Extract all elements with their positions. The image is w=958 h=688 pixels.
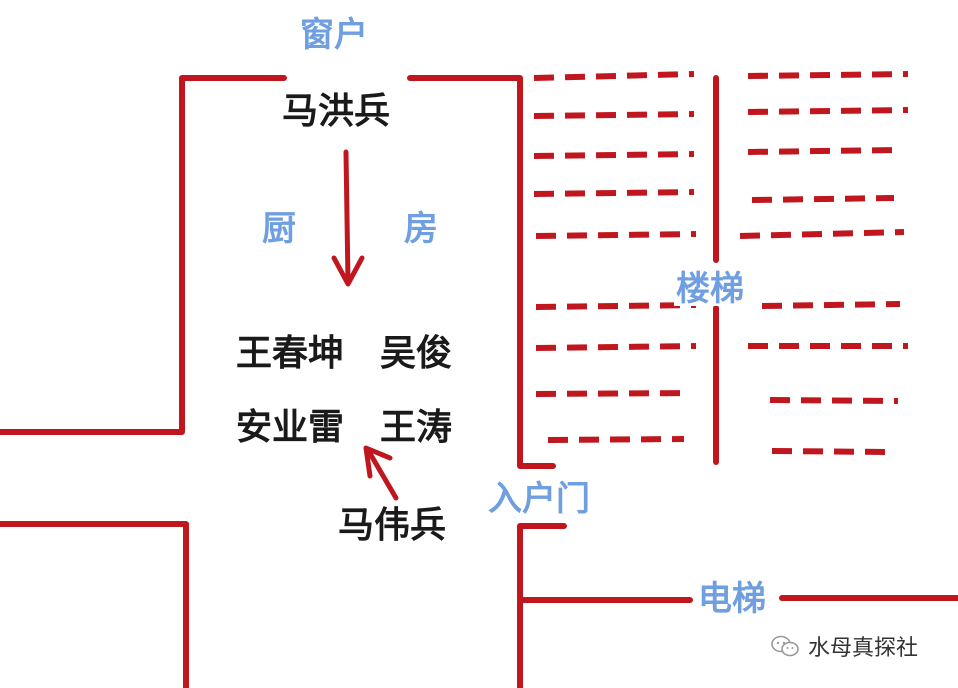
stair-step <box>535 231 697 239</box>
kitchen-label-right: 房 <box>404 209 438 249</box>
kitchen-label-left: 厨 <box>262 209 296 249</box>
person-row1-right: 吴俊 <box>380 333 453 374</box>
watermark-text: 水母真探社 <box>808 636 919 661</box>
stair-step <box>547 436 685 443</box>
kitchen-right-wall <box>407 75 556 469</box>
stair-step <box>535 302 697 310</box>
stair-step <box>761 301 901 309</box>
stair-step <box>739 229 905 239</box>
stair-step <box>747 107 909 115</box>
stair-step <box>747 71 909 79</box>
arrow-up-head <box>363 445 393 479</box>
person-row2-left: 安业雷 <box>236 407 345 448</box>
stair-step <box>533 71 695 81</box>
entrance-door-label: 入户门 <box>488 479 590 519</box>
lower-left-wall <box>0 521 189 688</box>
stair-step <box>769 397 899 404</box>
kitchen-left-wall <box>0 75 287 435</box>
arrow-down-head <box>331 255 365 287</box>
stair-step <box>533 189 695 197</box>
elevator-label: 电梯 <box>694 582 770 616</box>
stair-step <box>533 151 695 159</box>
stair-step <box>535 343 697 351</box>
stair-step <box>747 147 901 155</box>
stair-step <box>535 390 691 397</box>
person-bottom: 马伟兵 <box>338 505 447 546</box>
watermark: 水母真探社 <box>770 630 918 662</box>
stair-step <box>771 448 891 455</box>
person-top: 马洪兵 <box>282 91 391 132</box>
lower-right-wall <box>517 523 567 688</box>
stairs-label: 楼梯 <box>674 269 746 309</box>
stair-step <box>751 195 895 203</box>
arrow-down-shaft <box>343 149 351 285</box>
person-row2-right: 王涛 <box>380 407 453 448</box>
person-row1-left: 王春坤 <box>236 333 345 374</box>
wechat-icon <box>771 635 799 657</box>
stair-step <box>533 111 695 119</box>
arrow-up-shaft <box>365 447 399 501</box>
window-label: 窗户 <box>300 15 368 55</box>
